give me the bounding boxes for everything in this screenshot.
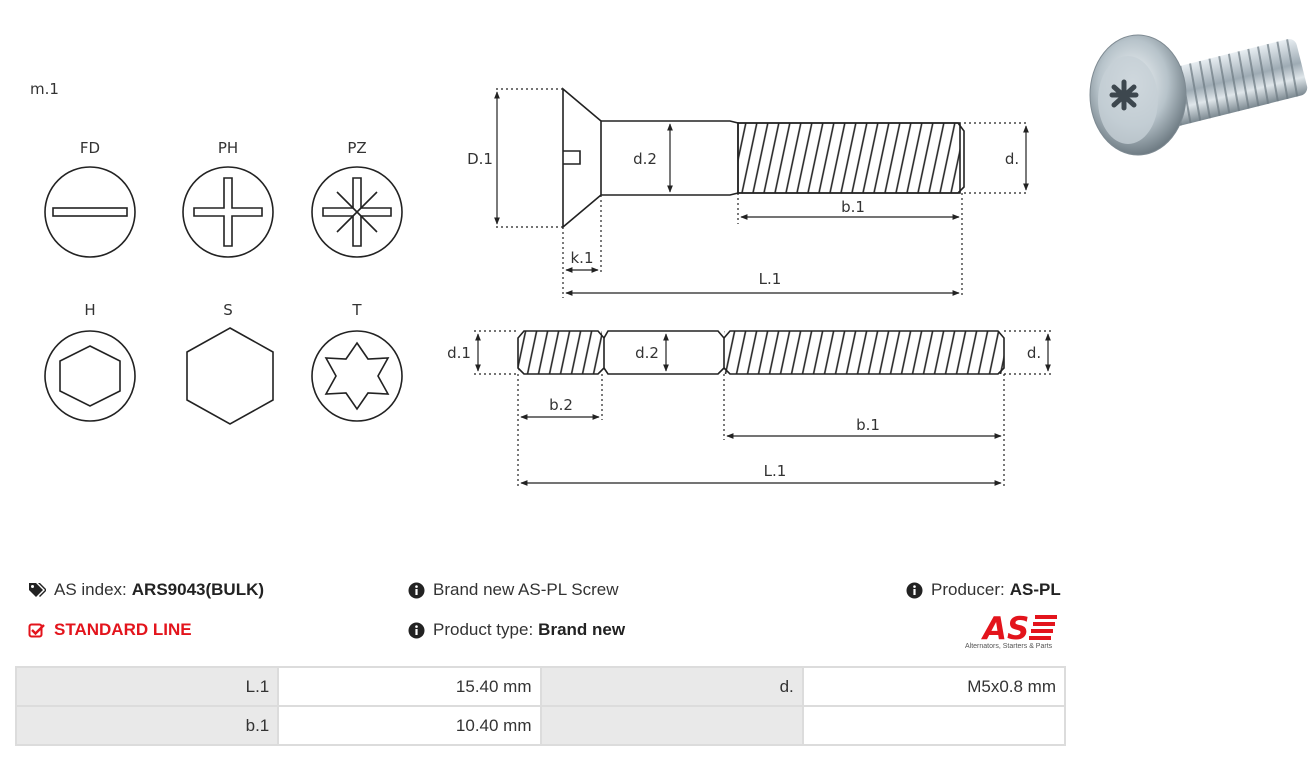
pozidriv-head-icon: [311, 166, 403, 258]
logo-tagline: Alternators, Starters & Parts: [965, 643, 1053, 650]
dim-label-b1-top: b.1: [841, 198, 865, 216]
dim-label-L1-top: L.1: [759, 270, 782, 288]
product-type-row: Product type: Brand new: [408, 620, 625, 640]
as-pl-logo: AS Alternators, Starters & Parts: [965, 610, 1069, 654]
phillips-head-icon: [182, 166, 274, 258]
dim-label-d2-top: d.2: [633, 150, 657, 168]
standard-line-row: STANDARD LINE: [28, 620, 192, 640]
spec-value: [801, 705, 1067, 746]
as-index-row: AS index: ARS9043(BULK): [28, 580, 264, 600]
head-label-h: H: [84, 301, 95, 319]
checkbox-icon: [28, 623, 45, 638]
hex-socket-head-icon: [44, 330, 136, 422]
spec-table: L.1 15.40 mm d. M5x0.8 mm b.1 10.40 mm: [14, 666, 1067, 746]
bottom-dimensions: [474, 330, 1052, 487]
head-label-ph: PH: [218, 139, 238, 157]
as-index-value: ARS9043(BULK): [131, 580, 265, 599]
spec-label: [539, 705, 804, 746]
as-index-label: AS index:: [54, 580, 127, 599]
product-type-label: Product type:: [433, 620, 534, 639]
info-icon: [408, 582, 425, 598]
dim-label-D1: D.1: [467, 150, 493, 168]
dim-label-L1-bottom: L.1: [764, 462, 787, 480]
info-icon: [906, 582, 923, 598]
table-row: L.1 15.40 mm d. M5x0.8 mm: [14, 666, 1067, 707]
table-row: b.1 10.40 mm: [14, 705, 1067, 746]
producer-row: Producer: AS-PL: [906, 580, 1061, 600]
brand-row: Brand new AS-PL Screw: [408, 580, 619, 600]
m1-label: m.1: [30, 80, 59, 98]
producer-label: Producer:: [931, 580, 1005, 599]
screw-product-photo: [1089, 34, 1308, 156]
spec-label: b.1: [14, 705, 280, 746]
dim-label-d1-bottom: d.1: [447, 344, 471, 362]
top-screw-drawing: [562, 87, 965, 229]
dim-label-b2: b.2: [549, 396, 573, 414]
standard-line-label: STANDARD LINE: [54, 620, 192, 639]
brand-text: Brand new AS-PL Screw: [433, 580, 619, 599]
dim-label-d-bottom: d.: [1027, 344, 1041, 362]
dim-label-d2-bottom: d.2: [635, 344, 659, 362]
head-label-fd: FD: [80, 139, 100, 157]
top-dimensions: [494, 88, 1029, 298]
hex-head-icon: [186, 327, 274, 425]
head-label-s: S: [223, 301, 233, 319]
as-logo-text: AS: [980, 611, 1029, 644]
dim-label-b1-bottom: b.1: [856, 416, 880, 434]
spec-value: 15.40 mm: [277, 666, 542, 707]
spec-label: L.1: [14, 666, 280, 707]
spec-value: M5x0.8 mm: [801, 666, 1067, 707]
spec-label: d.: [539, 666, 804, 707]
head-label-pz: PZ: [347, 139, 366, 157]
head-label-t: T: [351, 301, 362, 319]
tags-icon: [29, 583, 46, 597]
producer-value: AS-PL: [1009, 580, 1061, 599]
spec-value: 10.40 mm: [277, 705, 542, 746]
info-icon: [408, 622, 425, 638]
torx-head-icon: [311, 330, 403, 422]
dim-label-d-top: d.: [1005, 150, 1019, 168]
product-type-value: Brand new: [538, 620, 626, 639]
slotted-head-icon: [44, 166, 136, 258]
bottom-stud-drawing: [517, 330, 1005, 375]
screw-technical-drawing: m.1 FD PH PZ H S T: [30, 34, 1308, 487]
dim-label-k1: k.1: [571, 249, 594, 267]
as-logo-mark: AS: [980, 611, 1057, 647]
